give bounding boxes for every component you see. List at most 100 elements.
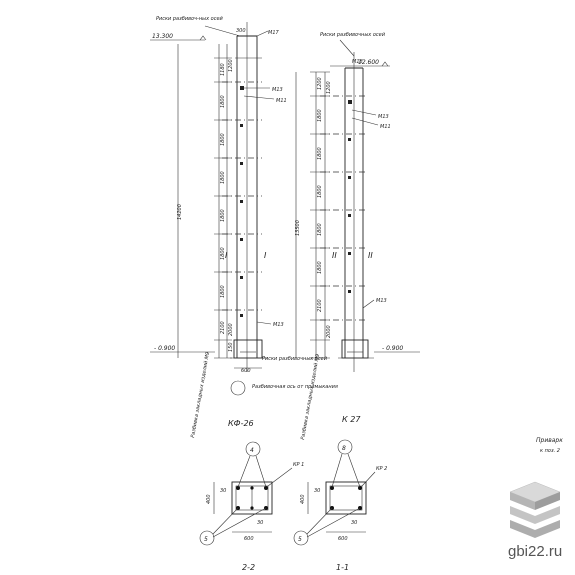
left-top-elev: 13.300 [152,33,173,40]
section-1-1-callout-top [337,439,353,455]
left-column-elevation: 14200 1180 1800 1800 1800 1800 1800 1800… [150,16,338,438]
right-axes-note-top: Риски разбивочных осей [320,32,386,38]
section-2-2-cage-label: КР 1 [293,462,304,468]
side-note-line1: Приварк [536,437,563,444]
left-total-height: 14200 [177,204,183,220]
section-1-1-height: 400 [300,494,306,504]
left-embedded-lines [222,81,262,311]
right-dim-5: 1800 [317,261,323,274]
side-note-line2: к поз. 2 [540,448,560,454]
right-small-dim-1: 2000 [326,325,332,338]
right-mark-m13-leader [351,109,377,116]
section-1-1-outline [325,481,367,515]
right-dim-6: 2100 [317,299,323,312]
section-2-2-callout-top [245,441,261,457]
left-axes-leader [204,25,241,37]
left-dim-4: 1800 [220,209,226,222]
left-mark-m11-leader [243,95,275,100]
right-column-elevation: 13500 1200 1800 1800 1800 1800 1800 2100… [295,32,420,440]
right-mark-m13-bottom: М13 [376,298,387,304]
section-1-1-bars [330,486,362,510]
left-placement-note: Разбивка закладных изделий М9 [190,351,211,438]
left-mark-m13b-leader [256,321,272,325]
left-column-base [233,339,263,359]
right-column-base [341,339,369,359]
right-bottom-elev: - 0.900 [382,345,403,352]
left-mark-m17: М17 [268,30,279,36]
left-dim-1: 1800 [220,95,226,108]
watermark-logo-icon [509,481,561,538]
right-mark-m13b-leader [362,299,375,309]
right-mark-m11-leader [351,117,379,126]
left-mark-m11: М11 [276,98,287,104]
left-mark-m13: М13 [272,87,283,93]
section-1-1-callout-top-label: 8 [342,445,346,452]
left-small-dim-2: 150 [228,342,234,352]
section-1-1-offset-top: 30 [314,488,320,494]
left-axes-note-top: Риски разбивоч-ных осей [156,16,224,22]
right-total-height: 13500 [295,220,301,236]
section-2-2-callout-top-label: 4 [250,447,254,454]
section-2-2-height: 400 [206,494,212,504]
left-column-plates [240,86,244,317]
section-1-1-callout-bottom [293,530,309,546]
callout-leader-8 [306,507,361,538]
right-mark-m11: М11 [380,124,391,130]
left-small-dim-1: 2000 [228,323,234,336]
section-2-2-callout-bottom-label: 5 [204,536,208,543]
left-column-name: КФ-26 [228,419,254,428]
right-mark-m13: М13 [378,114,389,120]
right-dim-2: 1800 [317,147,323,160]
section-1-1-width: 600 [338,536,348,542]
right-dim-1: 1800 [317,109,323,122]
section-2-2-outline [231,481,273,515]
callout-leader-3 [212,507,239,535]
section-2-2-offset-top: 30 [220,488,226,494]
callout-leader-2 [255,455,267,488]
right-top-elev-mark [381,61,389,67]
section-1-1-cage-label: КР 2 [376,466,387,472]
left-dim-7: 2100 [220,321,226,334]
left-dim-5: 1800 [220,247,226,260]
callout-leader-1 [237,455,251,488]
right-top-elev: 12.600 [358,59,379,66]
left-top-elev-mark [199,35,207,41]
right-dim-0: 1200 [317,77,323,90]
cage-leader-1 [267,467,293,487]
section-1-1-cage [329,485,363,511]
callout-leader-4 [212,507,267,538]
right-dim-3: 1800 [317,185,323,198]
cage-leader-2 [361,471,376,487]
watermark-text: gbi22.ru [508,543,562,560]
right-section-mark-b: II [368,251,373,260]
right-small-dim-0: 1200 [326,81,332,94]
left-mark-m13-bottom: М13 [273,322,284,328]
left-bottom-width: 600 [241,368,251,374]
center-note: Разбивочная ось от примыкания [252,384,338,390]
left-top-width: 300 [236,28,246,34]
right-axes-leader [339,39,355,57]
axis-circle [230,380,246,396]
section-2-2-width: 600 [244,536,254,542]
left-section-mark-a: I [225,251,228,260]
right-column-name: К 27 [342,415,361,424]
section-2-2-title: 2-2 [242,563,255,572]
left-dim-3: 1800 [220,171,226,184]
left-dim-2: 1800 [220,133,226,146]
section-2-2-offset-bottom: 30 [257,520,263,526]
left-small-dim-0: 1200 [228,59,234,72]
right-dim-4: 1800 [317,223,323,236]
section-1-1-offset-bottom: 30 [351,520,357,526]
callout-leader-5 [331,453,343,488]
left-axes-note-bottom: Риски разбивочных осей [262,356,328,362]
left-dim-6: 1800 [220,285,226,298]
section-1-1-callout-bottom-label: 5 [298,536,302,543]
left-mark-m17-leader [256,30,269,37]
section-1-1-title: 1-1 [336,563,349,572]
callout-leader-7 [306,507,333,535]
section-1-1: 8 5 КР 2 400 30 30 600 1-1 [293,439,387,572]
left-section-mark-b: I [264,251,267,260]
left-dim-0: 1180 [220,63,226,76]
right-mark-m18: М18 [352,59,363,65]
